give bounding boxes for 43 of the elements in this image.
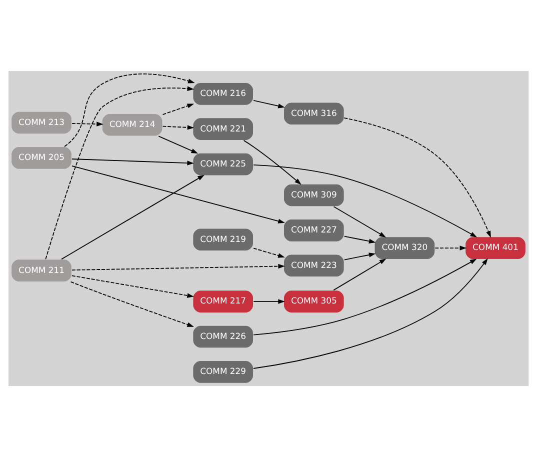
node-box: COMM 221 <box>192 117 254 141</box>
node-box: COMM 213 <box>10 111 72 134</box>
node-box: COMM 205 <box>10 146 72 170</box>
arrow <box>72 122 104 126</box>
arrow <box>344 236 376 244</box>
arrow <box>253 299 285 304</box>
arrow <box>252 258 488 369</box>
node-box: COMM 214 <box>102 113 163 136</box>
arrow <box>72 165 285 224</box>
node-box: COMM 305 <box>283 290 345 314</box>
arrow <box>45 86 194 260</box>
arrow <box>434 246 467 250</box>
node-box: COMM 219 <box>192 228 254 252</box>
node-box: COMM 316 <box>283 102 345 126</box>
node-box: COMM 216 <box>192 82 254 106</box>
node-box: COMM 309 <box>283 184 345 207</box>
arrow <box>333 206 386 238</box>
arrow <box>61 174 204 260</box>
arrow <box>253 100 285 108</box>
node-box: COMM 401 <box>464 236 526 260</box>
arrow <box>333 258 386 291</box>
arrow <box>344 252 376 260</box>
arrow <box>64 73 195 147</box>
node-box: COMM 217 <box>192 290 254 314</box>
arrow <box>162 104 194 116</box>
node-box: COMM 223 <box>283 254 345 278</box>
arrow <box>162 125 194 130</box>
arrow <box>253 248 285 258</box>
arrow <box>243 140 302 185</box>
node-box: COMM 227 <box>283 218 345 242</box>
node-box: COMM 226 <box>192 325 254 348</box>
node-box: COMM 211 <box>10 258 72 282</box>
arrow <box>253 164 478 238</box>
node-box: COMM 320 <box>374 236 436 260</box>
arrow <box>344 118 491 238</box>
node-box: COMM 229 <box>192 360 254 384</box>
arrow <box>72 275 194 298</box>
arrow <box>70 281 194 327</box>
arrow <box>72 158 194 166</box>
node-box: COMM 225 <box>192 152 254 176</box>
arrow <box>253 258 477 336</box>
arrow <box>72 264 285 270</box>
arrow <box>158 136 198 154</box>
